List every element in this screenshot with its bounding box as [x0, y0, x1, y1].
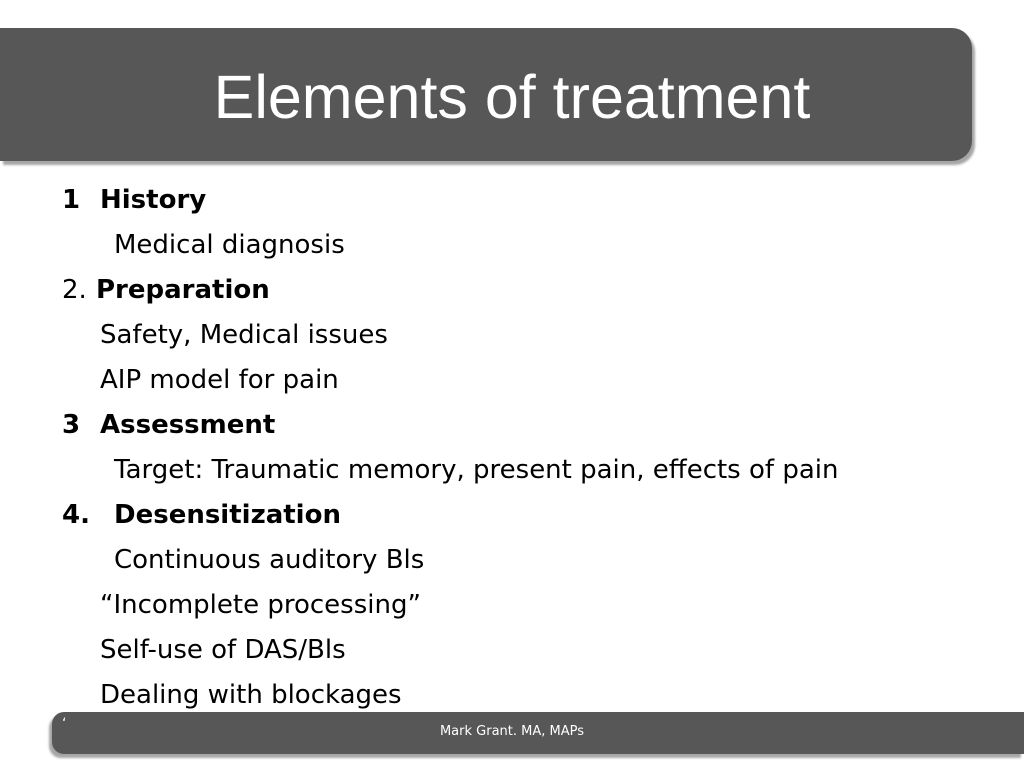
list-item-text: Medical diagnosis — [114, 230, 345, 260]
list-item-text: Dealing with blockages — [100, 680, 402, 710]
list-item-text: Continuous auditory Bls — [114, 545, 425, 575]
slide-title: Elements of treatment — [213, 63, 811, 131]
item-heading: Assessment — [100, 410, 276, 440]
list-item-text: “Incomplete processing” — [100, 590, 421, 620]
item-number: 3 — [62, 410, 81, 440]
list-item-preparation: 2. Preparation — [62, 268, 270, 313]
footer-author: Mark Grant. MA, MAPs — [439, 724, 585, 739]
list-item-assessment: 3 Assessment — [62, 403, 275, 448]
list-item-text: Safety, Medical issues — [100, 320, 388, 350]
item-heading: Desensitization — [114, 500, 341, 530]
item-number: 4. — [62, 500, 90, 530]
list-item-text: Target: Traumatic memory, present pain, … — [114, 455, 839, 485]
list-item-desensitization: 4. Desensitization — [62, 493, 341, 538]
list-item-text: AIP model for pain — [100, 365, 339, 395]
footer-mark: ‘ — [62, 716, 67, 732]
item-heading: History — [100, 185, 207, 215]
title-bar — [0, 28, 972, 161]
footer-bar — [52, 712, 1024, 754]
list-item-text: Self-use of DAS/Bls — [100, 635, 346, 665]
list-item-history: 1 History — [62, 178, 206, 223]
item-number: 2. — [62, 275, 87, 305]
item-number: 1 — [62, 185, 81, 215]
item-heading: Preparation — [96, 275, 270, 305]
